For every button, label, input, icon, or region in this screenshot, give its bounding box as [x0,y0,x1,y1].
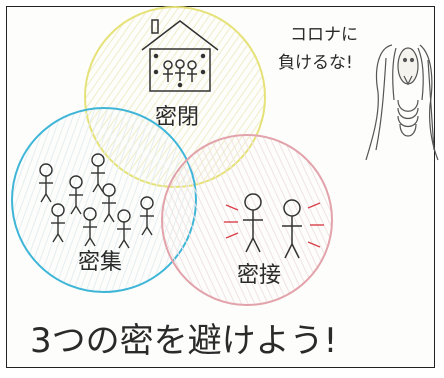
house-icon [141,19,219,92]
amabie-figure-icon [365,44,439,161]
label-close-contact: 密接 [237,263,281,288]
slogan: 3つの密を避けよう! [30,321,337,361]
callout-line-2: 負けるな! [278,53,353,73]
callout-line-1: コロナに [290,25,358,45]
label-closed-spaces: 密閉 [155,105,199,130]
people-icon [39,153,154,249]
label-crowded-places: 密集 [78,250,122,275]
close-contact-people-icon [224,193,324,259]
